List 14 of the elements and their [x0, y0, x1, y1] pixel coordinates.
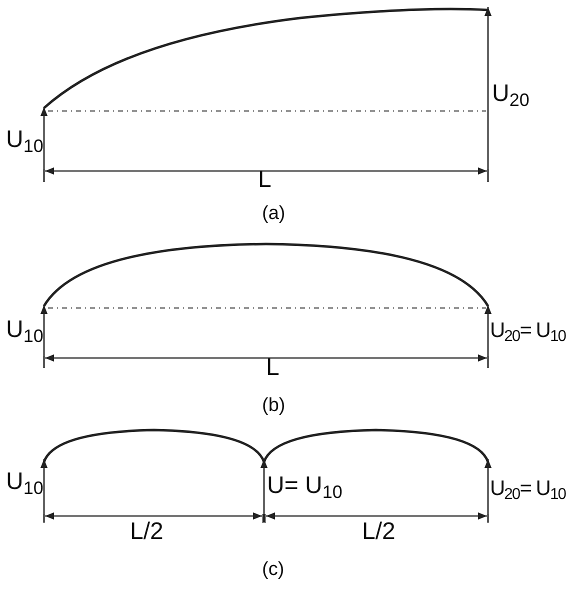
voltage-label: U$_{20}$= U$_{10}$: [490, 478, 566, 499]
panel-caption: (c): [262, 560, 284, 579]
dimension-label: L/2: [130, 520, 164, 544]
dimension-label: L: [266, 356, 280, 380]
voltage-label: U$_{10}$: [6, 318, 44, 342]
voltage-label: U$_{10}$: [6, 470, 44, 494]
panel-caption: (a): [262, 204, 286, 223]
voltage-label: U$_{10}$: [6, 128, 44, 152]
voltage-label: U$_{20}$= U$_{10}$: [490, 320, 566, 341]
voltage-label: U$_{20}$: [492, 82, 530, 106]
dimension-label: L: [258, 168, 272, 192]
dimension-label: L/2: [362, 520, 396, 544]
voltage-label: U= U$_{10}$: [267, 474, 342, 498]
panel-caption: (b): [262, 396, 286, 415]
